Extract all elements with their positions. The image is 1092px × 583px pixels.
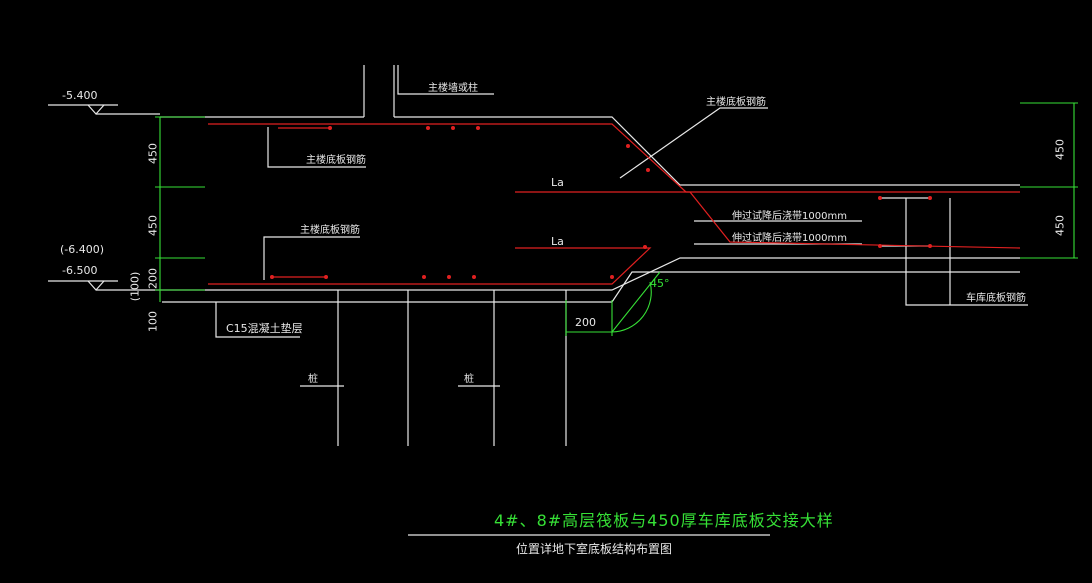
label-main-bottom-rebar-mid: 主楼底板钢筋 xyxy=(300,225,360,236)
concrete-outline xyxy=(48,65,1028,536)
rebar-lines xyxy=(208,123,1021,285)
dimension-lines xyxy=(155,102,1078,336)
label-pile-1: 桩 xyxy=(308,374,318,385)
label-c15-cushion: C15混凝土垫层 xyxy=(226,322,303,335)
label-main-wall-column: 主楼墙或柱 xyxy=(428,83,478,94)
dim-left-100-paren: (100) xyxy=(128,271,142,302)
rebar-dots xyxy=(270,126,932,279)
label-la-bottom: La xyxy=(551,235,564,248)
angle-label: 45° xyxy=(650,277,670,290)
drawing-subtitle: 位置详地下室底板结构布置图 xyxy=(516,542,673,556)
dim-right-450-bottom: 450 xyxy=(1053,215,1067,236)
dim-left-100: 100 xyxy=(146,311,160,332)
dim-left-450-bottom: 450 xyxy=(146,215,160,236)
dim-left-450-top: 450 xyxy=(146,143,160,164)
label-main-bottom-rebar-top: 主楼底板钢筋 xyxy=(306,155,366,166)
label-pile-2: 桩 xyxy=(464,374,474,385)
dim-bottom-200: 200 xyxy=(575,316,596,329)
elevation-bottom: -6.500 xyxy=(62,264,98,277)
label-la-top: La xyxy=(551,176,564,189)
drawing-title: 4#、8#高层筏板与450厚车库底板交接大样 xyxy=(494,511,834,530)
label-anchor-note-top: 伸过试降后浇带1000mm xyxy=(732,211,847,222)
elevation-bottom-paren: (-6.400) xyxy=(60,243,105,256)
label-anchor-note-bottom: 伸过试降后浇带1000mm xyxy=(732,233,847,244)
dim-left-200: 200 xyxy=(146,268,160,289)
dim-right-450-top: 450 xyxy=(1053,139,1067,160)
elevation-top: -5.400 xyxy=(62,89,98,102)
label-garage-rebar: 车库底板钢筋 xyxy=(966,293,1026,304)
label-main-bottom-rebar-right: 主楼底板钢筋 xyxy=(706,97,766,108)
